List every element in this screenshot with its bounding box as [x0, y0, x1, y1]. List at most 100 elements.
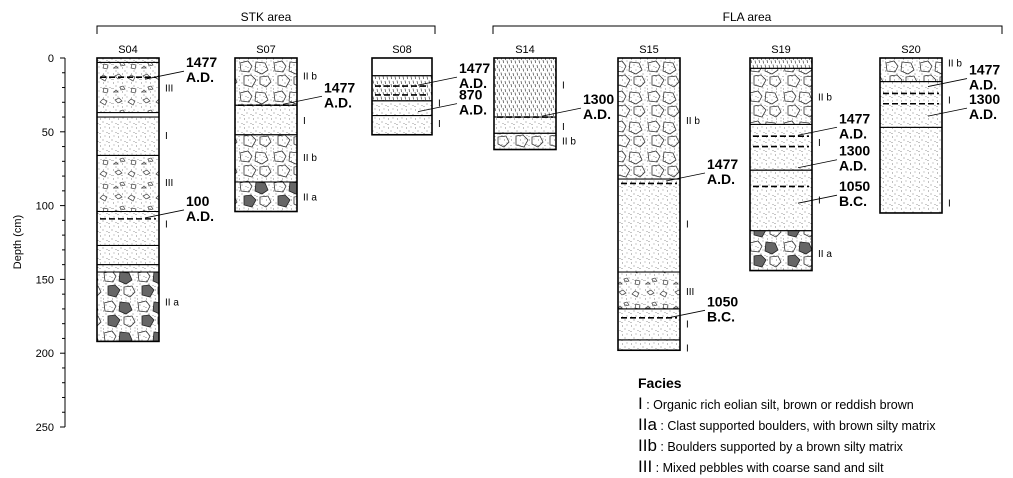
facies-label: I — [165, 219, 168, 230]
unit-eolian — [372, 76, 432, 101]
date-value: 1477 — [969, 62, 1000, 78]
facies-label: II b — [303, 153, 317, 164]
section-name: S04 — [118, 44, 138, 56]
facies-label: I — [818, 196, 821, 207]
unit-bouldersA — [750, 231, 812, 271]
section-name: S08 — [392, 44, 412, 56]
unit-bouldersA — [235, 182, 297, 212]
date-value: 1300 — [583, 91, 614, 107]
section-name: S15 — [639, 44, 659, 56]
legend-title: Facies — [638, 374, 1008, 393]
date-era: A.D. — [969, 106, 997, 122]
date-value: 1477 — [459, 60, 490, 76]
legend-item-i: I : Organic rich eolian silt, brown or r… — [638, 394, 1008, 415]
unit-silt — [618, 309, 680, 340]
axis-tick-label: 200 — [36, 348, 54, 360]
unit-blank — [97, 113, 159, 117]
axis-tick-label: 250 — [36, 422, 54, 434]
unit-pebbles — [618, 272, 680, 309]
date-value: 1477 — [839, 110, 870, 126]
legend-code: III — [638, 457, 652, 476]
unit-eolian — [750, 58, 812, 68]
date-value: 870 — [459, 87, 483, 103]
facies-label: II b — [818, 92, 832, 103]
unit-bouldersB — [235, 135, 297, 182]
facies-label: III — [165, 178, 173, 189]
unit-silt — [372, 116, 432, 135]
date-value: 1300 — [969, 91, 1000, 107]
facies-label: II a — [165, 298, 179, 309]
facies-label: I — [818, 138, 821, 149]
unit-pebbles — [97, 155, 159, 211]
date-era: A.D. — [459, 102, 487, 118]
legend-item-iib: IIb : Boulders supported by a brown silt… — [638, 436, 1008, 457]
stk-area-label: STK area — [241, 10, 292, 24]
unit-silt — [618, 340, 680, 350]
facies-label: I — [948, 199, 951, 210]
legend-text: : Organic rich eolian silt, brown or red… — [646, 398, 913, 412]
axis-tick-label: 150 — [36, 274, 54, 286]
date-era: B.C. — [707, 308, 735, 324]
unit-silt — [372, 101, 432, 116]
date-era: A.D. — [186, 69, 214, 85]
unit-silt — [97, 265, 159, 272]
date-value: 1477 — [707, 156, 738, 172]
unit-blank — [372, 58, 432, 76]
legend-text: : Mixed pebbles with coarse sand and sil… — [656, 461, 884, 475]
section-s14: S14IIII b1300A.D. — [494, 44, 614, 150]
date-era: A.D. — [583, 106, 611, 122]
unit-eolian — [494, 58, 556, 117]
facies-label: II a — [818, 249, 832, 260]
facies-label: I — [686, 320, 689, 331]
legend-text: : Boulders supported by a brown silty ma… — [660, 440, 902, 454]
date-era: B.C. — [839, 193, 867, 209]
legend-code: IIa — [638, 415, 657, 434]
section-name: S20 — [901, 44, 921, 56]
legend-code: I — [638, 394, 643, 413]
legend-item-iia: IIa : Clast supported boulders, with bro… — [638, 415, 1008, 436]
unit-silt — [235, 105, 297, 135]
section-name: S14 — [515, 44, 535, 56]
axis-tick-label: 0 — [48, 53, 54, 65]
facies-label: II a — [303, 193, 317, 204]
depth-axis-label: Depth (cm) — [12, 215, 24, 269]
unit-silt — [750, 170, 812, 231]
depth-axis: 0 50 100 150 200 250 — [36, 53, 65, 434]
facies-label: I — [165, 131, 168, 142]
fla-area-bracket — [493, 26, 1002, 34]
unit-bouldersB — [494, 133, 556, 149]
facies-label: II b — [562, 137, 576, 148]
unit-silt — [880, 127, 942, 213]
facies-legend: Facies I : Organic rich eolian silt, bro… — [638, 374, 1008, 478]
date-value: 100 — [186, 193, 210, 209]
facies-label: III — [686, 287, 694, 298]
unit-bouldersB — [880, 58, 942, 82]
facies-label: II b — [948, 58, 962, 69]
date-era: A.D. — [324, 94, 352, 110]
legend-item-iii: III : Mixed pebbles with coarse sand and… — [638, 457, 1008, 478]
date-value: 1050 — [707, 293, 738, 309]
section-s20: S20II bII1477A.D.1300A.D. — [880, 44, 1000, 213]
unit-silt — [97, 117, 159, 155]
fla-area-label: FLA area — [723, 10, 772, 24]
facies-label: I — [686, 219, 689, 230]
facies-label: I — [562, 81, 565, 92]
axis-tick-label: 100 — [36, 201, 54, 213]
facies-label: III — [165, 84, 173, 95]
facies-label: I — [686, 343, 689, 354]
unit-bouldersB — [618, 58, 680, 179]
date-era: A.D. — [186, 208, 214, 224]
facies-label: I — [948, 95, 951, 106]
section-s15: S15II bIIIIII1477A.D.1050B.C. — [618, 44, 738, 354]
unit-silt — [494, 117, 556, 133]
section-name: S19 — [771, 44, 791, 56]
date-era: A.D. — [839, 125, 867, 141]
facies-label: II b — [303, 72, 317, 83]
unit-bouldersB — [235, 58, 297, 105]
axis-tick-label: 50 — [42, 127, 54, 139]
facies-label: II b — [686, 116, 700, 127]
